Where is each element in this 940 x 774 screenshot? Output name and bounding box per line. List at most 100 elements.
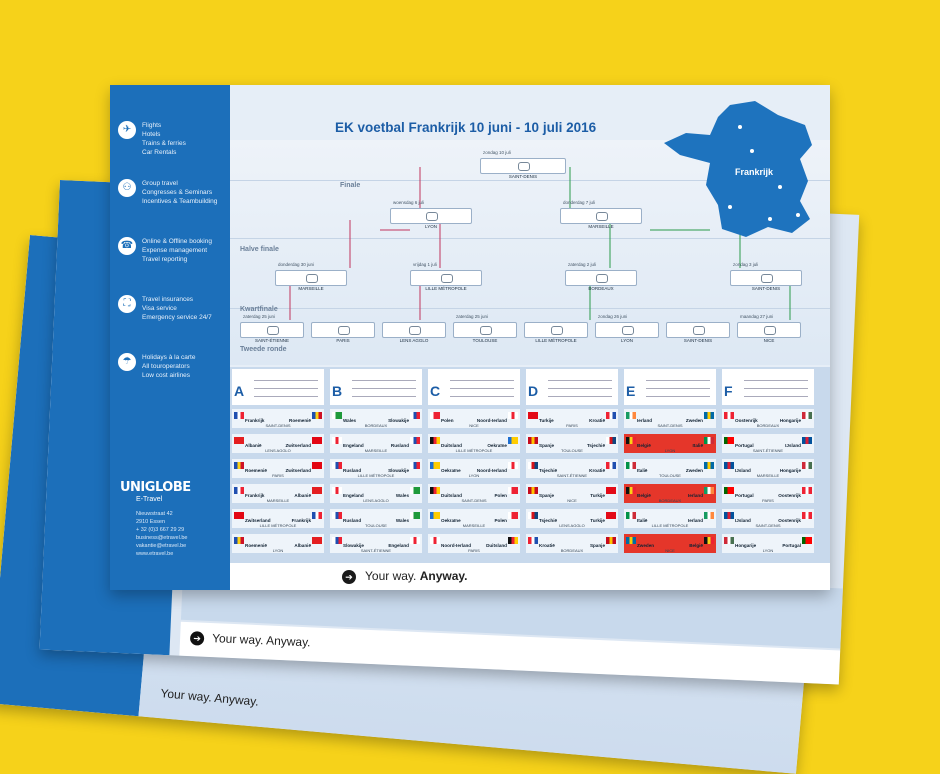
flag-icon [410, 462, 420, 469]
away-team: Hongarije [779, 418, 801, 423]
winner-line[interactable] [744, 391, 808, 397]
round-of-16-match: PARIS [311, 322, 375, 343]
address-line: business@etravel.be [136, 535, 188, 541]
flag-icon [234, 512, 244, 519]
flag-icon [312, 412, 322, 419]
match-city: LENS AGGLO [363, 498, 389, 503]
home-team: Oostenrijk [735, 418, 758, 423]
away-team: Roemenië [289, 418, 311, 423]
match-city: PARIS [272, 473, 284, 478]
flag-icon [312, 537, 322, 544]
winner-line[interactable] [646, 391, 710, 397]
flag-icon [410, 487, 420, 494]
home-team: Italië [637, 518, 648, 523]
winner-line[interactable] [548, 391, 612, 397]
home-team: Albanië [245, 443, 262, 448]
slogan: Your way. Anyway. [365, 569, 468, 583]
home-team: Tsjechië [539, 518, 558, 523]
match-city: SAINT-ÉTIENNE [752, 448, 784, 453]
flag-icon [724, 487, 734, 494]
away-team: Spanje [589, 543, 605, 548]
address-line: www.etravel.be [136, 551, 174, 557]
home-team: Slowakije [343, 543, 364, 548]
flag-icon [528, 437, 538, 444]
service-line: Trains & ferries [142, 140, 186, 147]
home-team: Roemenië [245, 468, 267, 473]
home-team: Tsjechië [539, 468, 558, 473]
flag-icon [332, 437, 342, 444]
flag-icon [332, 462, 342, 469]
away-team: Oekraïne [487, 443, 507, 448]
service-line: All touroperators [142, 363, 190, 370]
away-team: Albanië [294, 493, 311, 498]
page-title: EK voetbal Frankrijk 10 juni - 10 juli 2… [335, 120, 597, 135]
match-city: LYON [468, 473, 480, 478]
service-line: Visa service [142, 305, 177, 312]
group-letter: D [528, 383, 539, 399]
flag-icon [704, 512, 714, 519]
beach-icon: ☂ [118, 353, 136, 371]
flag-icon [234, 412, 244, 419]
flag-icon [802, 537, 812, 544]
winner-line[interactable] [744, 375, 808, 381]
winner-line[interactable] [450, 391, 514, 397]
away-team: Engeland [388, 543, 409, 548]
away-team: Polen [494, 518, 507, 523]
suitcase-icon: ⛶ [118, 295, 136, 313]
winner-line[interactable] [254, 391, 318, 397]
flag-icon [626, 487, 636, 494]
winner-line[interactable] [744, 383, 808, 389]
flag-icon [704, 537, 714, 544]
flag-icon [508, 462, 518, 469]
service-line: Incentives & Teambuilding [142, 198, 218, 205]
flag-icon [802, 412, 812, 419]
away-team: Oostenrijk [778, 493, 801, 498]
service-line: Car Rentals [142, 149, 177, 156]
flag-icon [430, 512, 440, 519]
away-team: Hongarije [779, 468, 801, 473]
winner-line[interactable] [254, 383, 318, 389]
group-header: F [722, 369, 814, 405]
winner-line[interactable] [254, 375, 318, 381]
home-team: Rusland [343, 468, 362, 473]
winner-line[interactable] [548, 383, 612, 389]
match-city: MARSEILLE [266, 498, 290, 503]
winner-line[interactable] [352, 375, 416, 381]
winner-line[interactable] [646, 375, 710, 381]
winner-line[interactable] [352, 383, 416, 389]
match-city: TOULOUSE [561, 448, 583, 453]
quarterfinal-3: zaterdag 2 juli BORDEAUX [565, 262, 637, 291]
winner-line[interactable] [450, 375, 514, 381]
winner-line[interactable] [548, 375, 612, 381]
match-city: MARSEILLE [462, 523, 486, 528]
match-city: LYON [272, 548, 284, 553]
winner-line[interactable] [450, 383, 514, 389]
match-city: BORDEAUX [560, 548, 584, 553]
winner-line[interactable] [352, 391, 416, 397]
match-city: MARSEILLE [364, 448, 388, 453]
round-label-semifinal: Halve finale [240, 246, 279, 253]
home-team: Frankrijk [245, 493, 265, 498]
winner-line[interactable] [646, 383, 710, 389]
flag-icon [332, 537, 342, 544]
flag-icon [724, 462, 734, 469]
flag-icon [626, 437, 636, 444]
flag-icon [528, 512, 538, 519]
arrow-icon: ➔ [189, 631, 205, 646]
match-city: SAINT-DENIS [265, 423, 291, 428]
service-line: Expense management [142, 247, 208, 254]
